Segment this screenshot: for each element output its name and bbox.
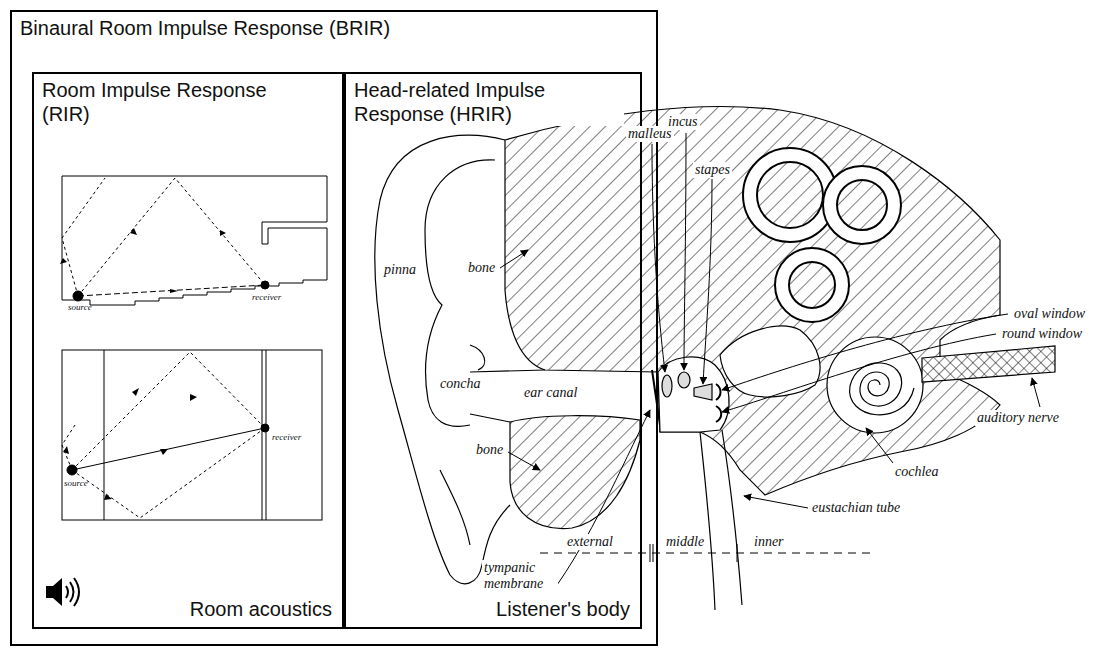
leader-lines — [500, 133, 1040, 592]
part-label: source — [68, 302, 92, 312]
part-label: bone — [474, 442, 505, 458]
panel-heading: Head-related Impulse Response (HRIR) — [354, 78, 624, 126]
part-label: receiver — [252, 292, 281, 302]
cochlea — [827, 337, 923, 433]
part-label: auditory nerve — [975, 410, 1061, 426]
outer-panel: Binaural Room Impulse Response (BRIR) Roo… — [10, 10, 658, 646]
room-panel: Room Impulse Response (RIR) Room acoustic… — [32, 72, 344, 629]
malleus — [662, 375, 672, 397]
speaker-icon — [46, 578, 79, 606]
panel-caption: Room acoustics — [188, 597, 334, 621]
part-label: incus — [666, 114, 700, 130]
lower-bone — [510, 416, 640, 529]
part-label: pinna — [382, 262, 418, 278]
ear-anatomy — [375, 107, 1055, 610]
eustachian-tube — [700, 432, 715, 610]
stapes — [694, 384, 712, 400]
part-label: tympanic membrane — [482, 560, 558, 592]
panel-heading: Room Impulse Response (RIR) — [42, 78, 292, 126]
part-label: inner — [752, 534, 786, 550]
middle-ear-cavity — [658, 357, 729, 432]
panel-heading: Binaural Room Impulse Response (BRIR) — [20, 16, 390, 40]
part-label: oval window — [1012, 306, 1087, 322]
part-label: external — [565, 534, 615, 550]
panel-caption: Listener's body — [494, 597, 632, 621]
part-label: ear canal — [522, 385, 579, 401]
part-label: cochlea — [893, 464, 941, 480]
part-label: round window — [1000, 326, 1084, 342]
incus — [678, 372, 690, 388]
part-label: bone — [466, 260, 497, 276]
part-label: eustachian tube — [810, 500, 902, 516]
room-section — [60, 176, 327, 305]
part-label: middle — [664, 534, 706, 550]
pinna — [375, 135, 510, 584]
part-label: source — [64, 478, 88, 488]
part-label: receiver — [272, 432, 301, 442]
part-label: stapes — [693, 162, 732, 178]
room-plan — [62, 350, 322, 520]
part-label: concha — [438, 376, 482, 392]
vestibule — [720, 326, 820, 397]
auditory-nerve — [922, 346, 1055, 382]
